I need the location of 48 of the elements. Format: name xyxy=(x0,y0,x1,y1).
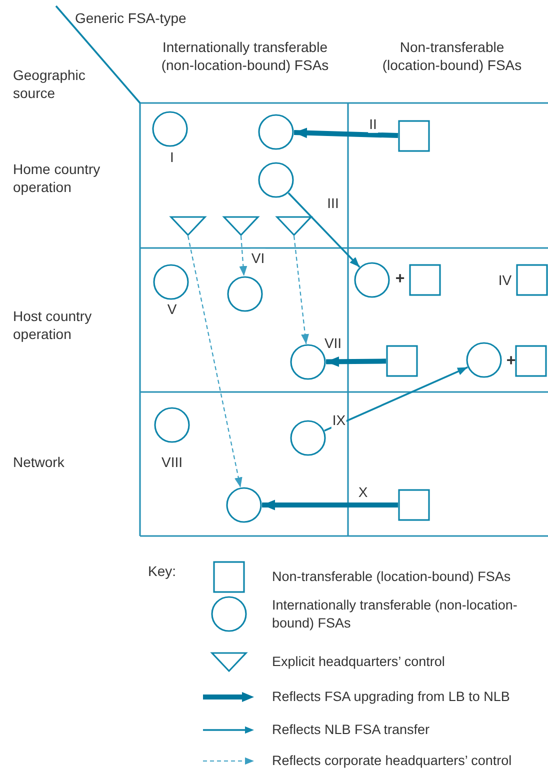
row-header: Home country operation xyxy=(13,160,102,196)
legend-text: Explicit headquarters’ control xyxy=(272,653,446,671)
plus-sign: + xyxy=(395,270,405,290)
legend-text: Reflects FSA upgrading from LB to NLB xyxy=(272,688,511,706)
circle-symbol xyxy=(290,344,326,380)
square-symbol xyxy=(515,345,547,377)
roman-numeral: VIII xyxy=(162,452,182,472)
circle-symbol xyxy=(290,420,326,456)
square-symbol xyxy=(398,489,430,521)
arrow xyxy=(288,192,360,268)
roman-numeral: V xyxy=(167,300,177,318)
square-symbol xyxy=(409,264,441,296)
arrow xyxy=(324,366,468,432)
arrow xyxy=(239,236,248,276)
legend-text: Reflects NLB FSA transfer xyxy=(272,721,431,739)
square-symbol xyxy=(386,345,418,377)
triangle-symbol xyxy=(223,216,259,236)
column-header: Internationally transferable (non-location-bound) FSAs xyxy=(160,38,330,74)
legend-text: Internationally transferable (non-location-bound) FSAs xyxy=(272,596,518,632)
circle-symbol xyxy=(154,407,190,443)
arrow xyxy=(262,500,398,510)
square-symbol xyxy=(516,264,548,296)
row-header: Host country operation xyxy=(13,307,93,344)
square-symbol xyxy=(398,120,430,152)
roman-numeral: I xyxy=(170,148,174,166)
circle-symbol xyxy=(152,111,188,147)
circle-symbol xyxy=(354,262,390,298)
arrow xyxy=(326,356,386,367)
circle-symbol xyxy=(227,276,263,312)
circle-symbol xyxy=(226,487,262,523)
plus-sign: + xyxy=(506,352,516,372)
arrow xyxy=(293,236,310,344)
circle-symbol xyxy=(258,162,294,198)
triangle-symbol xyxy=(276,216,312,236)
arrow xyxy=(294,128,398,138)
legend-text: Non-transferable (location-bound) FSAs xyxy=(272,568,512,586)
circle-symbol xyxy=(258,114,294,150)
row-header: Network xyxy=(13,453,66,472)
legend-text: Reflects corporate headquarters’ control xyxy=(272,752,513,770)
triangle-symbol xyxy=(170,216,206,236)
axis-title: Geographic source xyxy=(13,66,86,102)
column-header: Non-transferable (location-bound) FSAs xyxy=(381,38,523,74)
roman-numeral: IV xyxy=(498,270,512,290)
circle-symbol xyxy=(466,342,502,378)
legend-title: Key: xyxy=(148,562,176,580)
arrow xyxy=(187,236,242,488)
axis-title: Generic FSA-type xyxy=(75,9,186,28)
circle-symbol xyxy=(153,264,189,300)
